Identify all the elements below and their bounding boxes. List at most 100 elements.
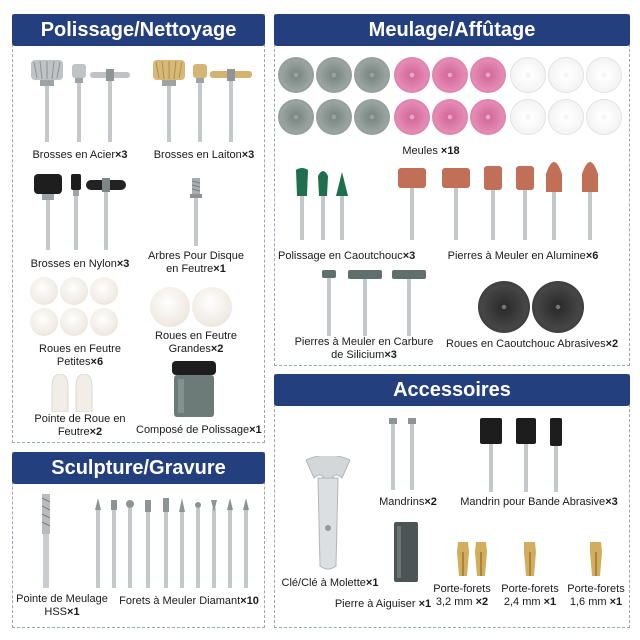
item-name: 3,2 mm [435, 596, 476, 608]
item-name: Brosses en Nylon [30, 258, 117, 270]
felt-mandrel-image [186, 178, 206, 246]
item-name: en Feutre [166, 263, 214, 275]
felt-wheel-small [90, 308, 118, 336]
section-header-polissage: Polissage/Nettoyage [12, 14, 265, 46]
label-pointe-roue: Pointe de Roue en Feutre×2 [28, 413, 132, 439]
item-name: Mandrin pour Bande Abrasive [460, 496, 606, 508]
label-brosses-laiton: Brosses en Laiton×3 [150, 149, 258, 162]
sanding-band-mandrels-image [480, 418, 564, 492]
item-qty: ×2 [89, 426, 103, 438]
item-name: 2,4 mm [503, 596, 544, 608]
diamond-bits-image [94, 498, 256, 588]
label-cle: Clé/Clé à Molette×1 [280, 577, 380, 590]
item-name-line1: Pointe de Roue en [34, 413, 126, 425]
item-name: Meules [402, 145, 441, 157]
item-qty: ×2 [605, 338, 619, 350]
label-porte-forets-16: Porte-forets 1,6 mm ×1 [564, 583, 628, 609]
item-qty: ×6 [585, 250, 599, 262]
label-roues-grandes: Roues en Feutre Grandes×2 [140, 330, 252, 356]
item-qty: ×1 [609, 596, 623, 608]
item-name-line1: Pointe de Meulage [16, 593, 108, 605]
grinding-wheel-pink [394, 99, 430, 135]
brass-brushes-image [150, 58, 254, 144]
item-name: Composé de Polissage [136, 424, 250, 436]
label-arbres: Arbres Pour Disque en Feutre×1 [140, 250, 252, 276]
alumina-stones-image [396, 152, 608, 240]
item-qty: ×1 [365, 577, 379, 589]
item-qty: ×3 [384, 349, 397, 361]
item-name-line1: Porte-forets [501, 583, 559, 595]
label-mandrins: Mandrins×2 [368, 496, 448, 509]
item-qty: ×1 [67, 606, 80, 618]
item-name: Petites [56, 356, 91, 368]
label-roues-abrasives: Roues en Caoutchouc Abrasives×2 [446, 338, 619, 351]
section-header-accessoires: Accessoires [274, 374, 630, 406]
item-name: Mandrins [379, 496, 425, 508]
item-qty: ×6 [90, 356, 104, 368]
item-name: Forets à Meuler Diamant [119, 595, 241, 607]
label-pointe-hss: Pointe de Meulage HSS×1 [14, 593, 110, 619]
panel-polissage: Polissage/Nettoyage [12, 14, 265, 443]
label-porte-forets-24: Porte-forets 2,4 mm ×1 [498, 583, 562, 609]
grinding-wheel-white [586, 57, 622, 93]
item-name-line1: Arbres Pour Disque [148, 250, 244, 262]
label-pierres-alumine: Pierres à Meuler en Alumine×6 [446, 250, 600, 263]
item-name: 1,6 mm [569, 596, 610, 608]
item-name-line1: Porte-forets [433, 583, 491, 595]
panel-accessoires: Accessoires [274, 374, 630, 628]
item-qty: ×3 [116, 258, 130, 270]
hss-bit-image [40, 494, 52, 588]
label-pierres-carbure: Pierres à Meuler en Carbure de Silicium×… [290, 336, 438, 362]
felt-wheel-large [150, 287, 190, 327]
collets-32-image [456, 542, 490, 576]
label-compose: Composé de Polissage×1 [136, 424, 262, 437]
grinding-wheel-grey [354, 57, 390, 93]
felt-wheel-small [30, 277, 58, 305]
panel-sculpture: Sculpture/Gravure [12, 452, 265, 628]
felt-wheel-small [60, 308, 88, 336]
item-qty: ×1 [213, 263, 226, 275]
item-qty: ×3 [115, 149, 128, 161]
label-polissage-caoutchouc: Polissage en Caoutchouc×3 [278, 250, 416, 263]
collet-16-image [588, 542, 604, 576]
item-name: Roues en Caoutchouc Abrasives [446, 338, 606, 350]
item-qty: ×1 [249, 424, 262, 436]
item-name: Brosses en Acier [32, 149, 115, 161]
item-name: Feutre [57, 426, 90, 438]
item-name: HSS [44, 606, 68, 618]
label-brosses-acier: Brosses en Acier×3 [28, 149, 132, 162]
item-qty: ×3 [402, 250, 416, 262]
label-meules: Meules ×18 [386, 145, 476, 158]
item-qty: ×10 [240, 595, 259, 607]
abrasive-wheel [532, 281, 584, 333]
grinding-wheel-white [510, 99, 546, 135]
wrench-image [302, 456, 354, 572]
felt-wheel-small [30, 308, 58, 336]
grinding-wheel-pink [432, 57, 468, 93]
grinding-wheel-white [548, 99, 584, 135]
silicon-carbide-stones-image [318, 270, 430, 336]
grinding-wheel-grey [316, 99, 352, 135]
collet-24-image [522, 542, 538, 576]
abrasive-wheel [478, 281, 530, 333]
section-header-meulage: Meulage/Affûtage [274, 14, 630, 46]
item-qty: ×3 [605, 496, 618, 508]
item-name-line1: Porte-forets [567, 583, 625, 595]
grinding-wheel-pink [470, 57, 506, 93]
grinding-wheel-grey [354, 99, 390, 135]
felt-wheel-small [60, 277, 88, 305]
sharpening-stone-image [394, 522, 418, 582]
item-qty: ×2 [210, 343, 224, 355]
polishing-compound-jar [172, 361, 216, 419]
label-roues-petites: Roues en Feutre Petites×6 [28, 343, 132, 369]
item-qty: ×18 [440, 145, 460, 157]
grinding-wheel-white [586, 99, 622, 135]
item-name: Grandes [168, 343, 211, 355]
label-forets-diamant: Forets à Meuler Diamant×10 [116, 595, 262, 608]
steel-brushes-image [28, 58, 132, 144]
item-qty: ×1 [543, 596, 557, 608]
item-name-line1: Pierres à Meuler en Carbure [294, 336, 434, 348]
felt-wheel-small [90, 277, 118, 305]
grinding-wheel-white [548, 57, 584, 93]
item-name: de Silicium [331, 349, 385, 361]
